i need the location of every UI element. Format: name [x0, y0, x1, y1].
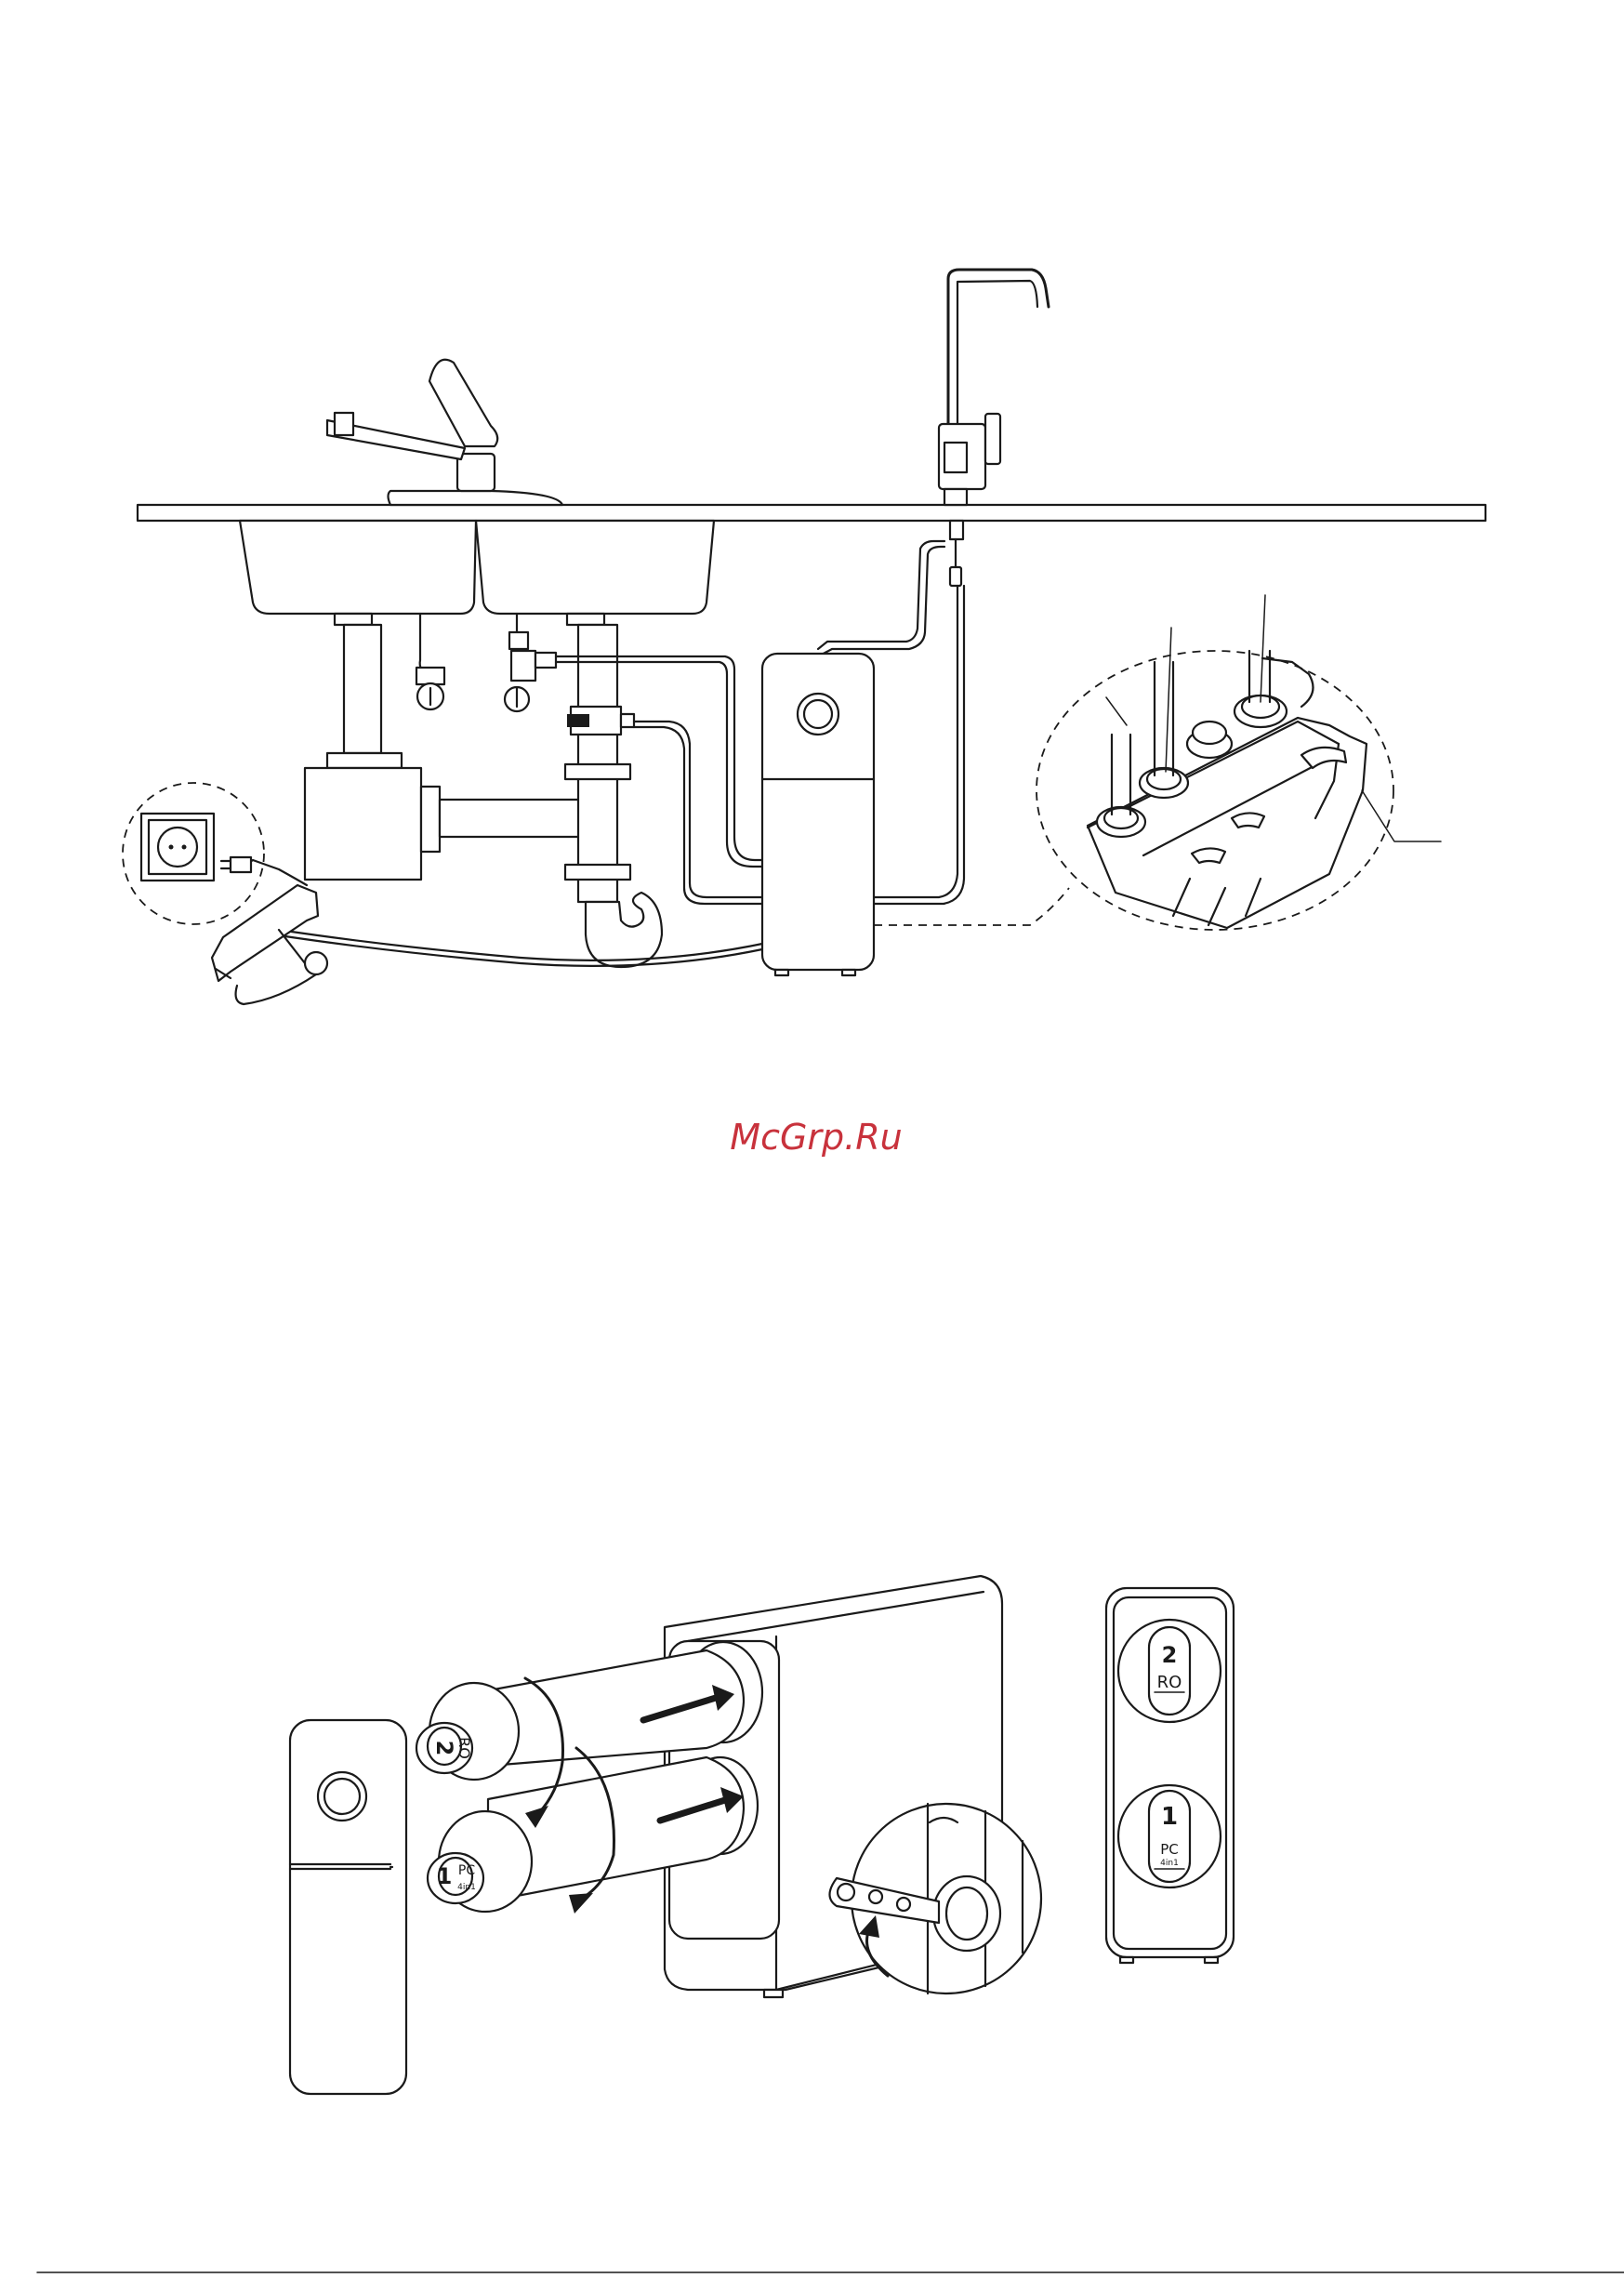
pc-cartridge-number: 1 — [437, 1863, 453, 1889]
panel-ro-name: RO — [1157, 1673, 1182, 1692]
front-panel-view: 2 RO 1 PC 4in1 — [1106, 1588, 1234, 1963]
filter-replacement-scene: 2 RO 1 PC 4in1 — [290, 1576, 1234, 2094]
panel-pc-sub: 4in1 — [1160, 1859, 1179, 1868]
kitchen-faucet — [327, 360, 562, 505]
pc-cartridge-sub: 4in1 — [457, 1883, 476, 1892]
socket-callout — [123, 783, 264, 924]
drain-saddle — [567, 707, 634, 735]
ro-filter-unit — [762, 654, 874, 975]
pc-cartridge-name: PC — [458, 1863, 475, 1878]
installation-scene — [123, 270, 1485, 1004]
front-cover — [290, 1720, 406, 2094]
countertop — [138, 505, 1485, 521]
sink-basin-right — [476, 521, 714, 614]
angle-valve-left — [416, 614, 444, 709]
sink-basin-left — [240, 521, 476, 614]
panel-ro-number: 2 — [1162, 1642, 1178, 1668]
drain-pipes — [305, 614, 662, 967]
ro-cartridge-number: 2 — [431, 1741, 457, 1756]
panel-pc-number: 1 — [1161, 1803, 1178, 1831]
connection-callout — [874, 595, 1441, 930]
angle-valve-right — [505, 614, 556, 711]
ro-cartridge-name: RO — [456, 1737, 473, 1759]
watermark: McGrp.Ru — [730, 1117, 902, 1158]
panel-pc-name: PC — [1160, 1841, 1179, 1858]
ro-tap — [939, 270, 1049, 586]
